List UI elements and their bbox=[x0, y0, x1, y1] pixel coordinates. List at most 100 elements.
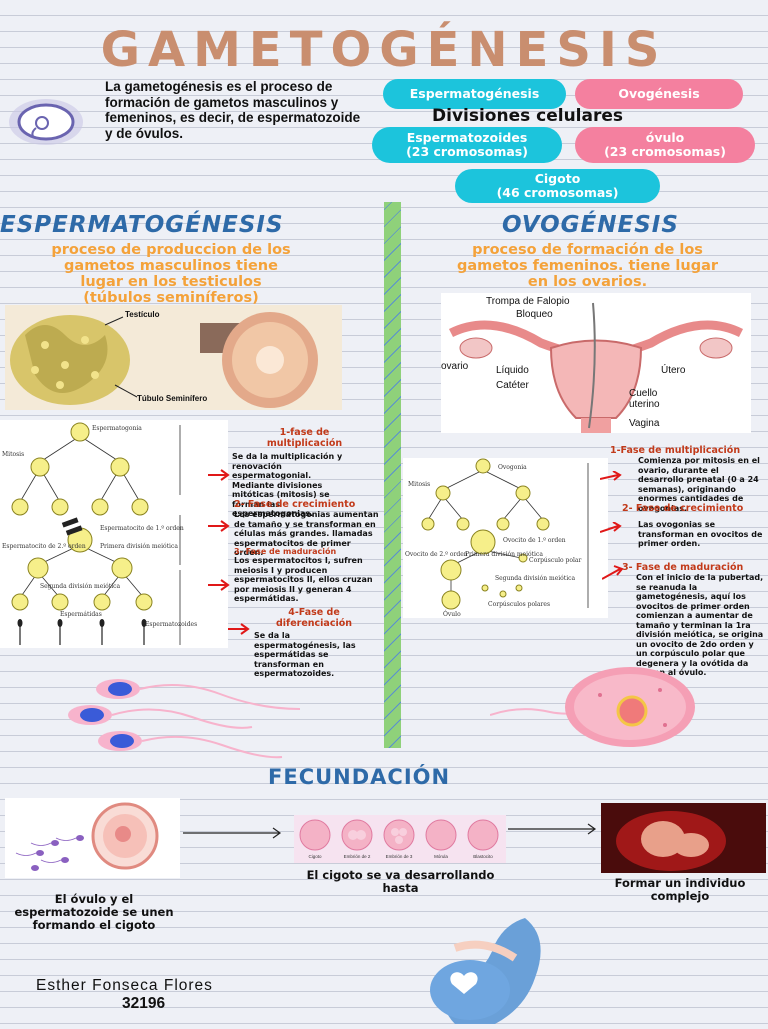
lbl-corpusculos: Corpúsculos polares bbox=[488, 601, 550, 608]
lbl-cuello-1: Cuello bbox=[629, 388, 658, 399]
esp-sub-3: lugar en los testiculos bbox=[80, 274, 262, 290]
testis-label: Testículo bbox=[125, 310, 160, 319]
uterus-image: Trompa de Falopio Bloqueo ovario Líquido… bbox=[441, 293, 751, 433]
lbl-ovocito2: Ovocito de 2.º orden bbox=[405, 551, 468, 558]
tubulo-label: Túbulo Seminífero bbox=[137, 394, 207, 403]
pill-ovulo: óvulo (23 cromosomas) bbox=[575, 127, 755, 163]
pill-ovogenesis: Ovogénesis bbox=[575, 79, 743, 109]
esp-phase-1-desc: Se da la multiplicación y renovación esp… bbox=[232, 452, 343, 518]
red-arrow-icon bbox=[208, 468, 232, 486]
lbl-mitosis: Mitosis bbox=[2, 451, 24, 458]
esp-phase-3-desc: Los espermatocitos I, sufren meiosis I y… bbox=[234, 556, 373, 603]
ovo-sub-1: proceso de formación de los bbox=[472, 242, 703, 258]
ovo-phase-2: 2- Fase de crecimiento Las ovogonias se … bbox=[622, 503, 768, 549]
espermatogenesis-heading: ESPERMATOGÉNESIS bbox=[0, 212, 284, 238]
esp-phase-2-title: 2- Fase de crecimiento bbox=[234, 499, 356, 510]
stage-2: Embrión de 3 bbox=[386, 854, 413, 859]
lbl-ovo-mitosis: Mitosis bbox=[408, 481, 430, 488]
black-arrow-icon bbox=[183, 826, 283, 844]
ovo-phase-2-title: 2- Fase de crecimiento bbox=[622, 503, 744, 514]
lbl-ovario: ovario bbox=[441, 361, 469, 372]
esp-phase-1-title-1: 1-fase de bbox=[279, 427, 330, 438]
esp-phase-2: 2- Fase de crecimiento Los espermatogoni… bbox=[234, 499, 379, 558]
lbl-primera: Primera división meiótica bbox=[100, 543, 178, 550]
esp-phase-3-title: 3- Fase de maduración bbox=[234, 547, 337, 556]
ovo-sub-2: gametos femeninos. tiene lugar bbox=[456, 258, 719, 274]
fertilization-image bbox=[5, 798, 180, 878]
lbl-trompa: Trompa de Falopio bbox=[486, 296, 570, 307]
esp-phase-4-title-1: 4-Fase de bbox=[288, 607, 340, 618]
ovo-phase-1-title: 1-Fase de multiplicación bbox=[610, 445, 741, 456]
red-arrow-icon bbox=[228, 622, 252, 640]
stage-1: Embrión de 2 bbox=[344, 854, 371, 859]
esp-phase-1: 1-fase de multiplicación Se da la multip… bbox=[232, 427, 377, 519]
pill-cigoto-line1: Cigoto bbox=[534, 171, 581, 186]
pill-espermatozoides: Espermatozoides (23 cromosomas) bbox=[372, 127, 562, 163]
pill-cigoto: Cigoto (46 cromosomas) bbox=[455, 169, 660, 203]
ovogenesis-subtitle: proceso de formación de los gametos feme… bbox=[405, 242, 768, 290]
lbl-ovo-segunda: Segunda división meiótica bbox=[495, 575, 575, 582]
lbl-cuello-2: uterino bbox=[629, 399, 660, 410]
stage-3: Mórula bbox=[434, 854, 448, 859]
pill-cigoto-line2: (46 cromosomas) bbox=[496, 185, 619, 200]
ovo-phase-3-desc: Con el inicio de la pubertad, se reanuda… bbox=[636, 573, 764, 677]
black-arrow-icon bbox=[508, 822, 600, 840]
ovogenesis-heading: OVOGÉNESIS bbox=[502, 212, 679, 238]
pill-ovulo-line2: (23 cromosomas) bbox=[604, 144, 726, 159]
lbl-liquido: Líquido bbox=[496, 365, 529, 376]
ovo-phase-1-desc: Comienza por mitosis en el ovario, duran… bbox=[638, 456, 760, 513]
pill-espermatogenesis: Espermatogénesis bbox=[383, 79, 566, 109]
red-arrow-icon bbox=[599, 470, 624, 488]
author-id: 32196 bbox=[122, 995, 166, 1012]
lbl-ovogonia: Ovogonia bbox=[498, 464, 527, 471]
esp-phase-4-title-2: diferenciación bbox=[276, 618, 352, 629]
lbl-corpusculo: Corpúsculo polar bbox=[529, 557, 581, 564]
lbl-vagina: Vagina bbox=[629, 418, 660, 429]
page-title: GAMETOGÉNESIS bbox=[100, 22, 668, 78]
ovogenesis-diagram: Ovogonia Mitosis Ovocito de 1.º orden Ov… bbox=[403, 458, 608, 618]
pill-espermatozoides-line2: (23 cromosomas) bbox=[406, 144, 528, 159]
red-arrow-icon bbox=[208, 578, 232, 596]
ovo-phase-3-title: 3- Fase de maduración bbox=[622, 562, 744, 573]
ovo-sub-3: en los ovarios. bbox=[527, 274, 648, 290]
lbl-espermatogonia: Espermatogonia bbox=[92, 425, 142, 432]
esp-sub-1: proceso de produccion de los bbox=[51, 242, 291, 258]
lbl-ovo-primera: Primera división meiótica bbox=[465, 551, 543, 558]
stage-0: Cigoto bbox=[308, 854, 322, 859]
testis-image: Testículo Túbulo Seminífero bbox=[5, 305, 342, 410]
esp-sub-4: (túbulos seminíferos) bbox=[83, 290, 259, 306]
divisiones-label: Divisiones celulares bbox=[432, 106, 624, 126]
sperm-bubble-icon bbox=[6, 96, 86, 148]
esp-phase-3: 3- Fase de maduración Los espermatocitos… bbox=[234, 547, 374, 604]
lbl-bloqueo: Bloqueo bbox=[516, 309, 553, 320]
intro-text: La gametogénesis es el proceso de formac… bbox=[105, 79, 361, 141]
caption-union: El óvulo y el espermatozoide se unen for… bbox=[14, 892, 174, 932]
pregnant-heart-icon bbox=[430, 918, 560, 1029]
caption-individual: Formar un individuo complejo bbox=[614, 876, 746, 903]
caption-development: El cigoto se va desarrollando hasta bbox=[306, 868, 495, 895]
pill-ovulo-line1: óvulo bbox=[645, 130, 685, 145]
lbl-espermatidas: Espermátidas bbox=[60, 611, 102, 618]
red-arrow-icon bbox=[601, 565, 626, 586]
lbl-ovulo: Óvulo bbox=[443, 610, 461, 618]
lbl-cateter: Catéter bbox=[496, 380, 529, 391]
esp-phase-1-title-2: multiplicación bbox=[266, 438, 343, 449]
esp-phase-4-desc: Se da la espermatogénesis, las espermáti… bbox=[254, 631, 356, 678]
stage-4: Blastocito bbox=[473, 854, 493, 859]
lbl-espermatozoides: Espermatozoides bbox=[145, 621, 197, 628]
lbl-esp1: Espermatocito de 1.º orden bbox=[100, 525, 184, 532]
lbl-utero: Útero bbox=[661, 363, 686, 376]
embryo-stages-image: Cigoto Embrión de 2 Embrión de 3 Mórula … bbox=[294, 815, 506, 863]
lbl-segunda: Segunda división meiótica bbox=[40, 583, 120, 590]
sperm-illustration bbox=[60, 675, 360, 770]
ovo-phase-1: 1-Fase de multiplicación Comienza por mi… bbox=[610, 445, 768, 513]
spermatogenesis-diagram: Espermatogonia Mitosis Espermatocito de … bbox=[0, 420, 228, 648]
lbl-ovocito1: Ovocito de 1.º orden bbox=[503, 537, 566, 544]
red-arrow-icon bbox=[599, 521, 624, 539]
red-arrow-icon bbox=[208, 519, 232, 537]
esp-phase-2-desc: Los espermatogonias aumentan de tamaño y… bbox=[234, 510, 379, 557]
ovo-phase-2-desc: Las ovogonias se transforman en ovocitos… bbox=[638, 520, 763, 548]
ovo-phase-3: 3- Fase de maduración Con el inicio de l… bbox=[622, 562, 768, 678]
center-divider bbox=[384, 202, 401, 748]
fetus-image bbox=[601, 803, 766, 873]
